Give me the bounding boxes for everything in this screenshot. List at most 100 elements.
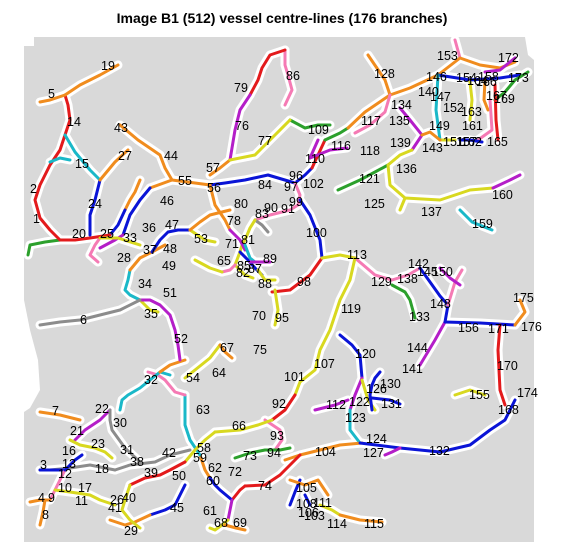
branch-label: 20 — [72, 227, 86, 241]
vessel-branch — [123, 268, 142, 302]
vessel-branch — [33, 133, 67, 242]
vessel-branch — [188, 208, 232, 232]
branch-label: 26 — [110, 493, 124, 507]
vessel-branch — [253, 181, 302, 222]
vessel-branch — [183, 430, 217, 464]
branch-label: 4 — [38, 491, 45, 505]
branch-label: 102 — [303, 177, 324, 191]
branch-label-layer: 1234567891011121314151617181920212223242… — [30, 49, 542, 538]
vessel-branch — [193, 258, 224, 274]
branch-label: 171 — [488, 322, 509, 336]
branch-label: 127 — [363, 446, 384, 460]
vessel-branch — [338, 333, 364, 380]
vessel-branch — [353, 93, 392, 135]
branch-label: 30 — [113, 416, 127, 430]
vessel-branch — [188, 228, 217, 244]
branch-label: 31 — [120, 443, 134, 457]
vessel-branch — [278, 446, 292, 452]
branch-label: 156 — [458, 321, 479, 335]
branch-label: 131 — [381, 397, 402, 411]
vessel-branch — [138, 298, 160, 314]
branch-label: 77 — [258, 134, 272, 148]
branch-label: 174 — [517, 386, 538, 400]
vessel-branch — [493, 83, 500, 142]
branch-label: 22 — [95, 402, 109, 416]
branch-label: 134 — [391, 98, 412, 112]
vessel-branch — [303, 493, 312, 507]
branch-label: 46 — [160, 194, 174, 208]
vessel-branch — [63, 63, 120, 97]
branch-label: 86 — [286, 69, 300, 83]
branch-label: 97 — [284, 180, 298, 194]
vessel-branch — [68, 438, 114, 460]
branch-label: 117 — [361, 114, 381, 128]
vessel-branch — [88, 236, 102, 264]
vessel-branch — [398, 196, 407, 212]
branch-label: 81 — [241, 233, 255, 247]
branch-label: 173 — [508, 71, 529, 85]
branch-label: 59 — [193, 451, 207, 465]
branch-label: 119 — [341, 302, 361, 316]
vessel-branch — [263, 418, 284, 452]
vessel-branch — [146, 370, 187, 397]
branch-label: 151 — [443, 135, 464, 149]
branch-label: 92 — [272, 397, 286, 411]
branch-label: 141 — [402, 362, 423, 376]
branch-label: 76 — [235, 119, 249, 133]
branch-label: 10 — [58, 481, 72, 495]
branch-label: 150 — [432, 265, 453, 279]
branch-label: 152 — [443, 101, 464, 115]
branch-label: 136 — [396, 162, 417, 176]
vessel-branch — [418, 266, 450, 324]
vessel-branch — [148, 178, 174, 190]
branch-label: 124 — [366, 432, 387, 446]
vessel-branch — [158, 358, 187, 374]
branch-label: 38 — [130, 455, 144, 469]
branch-label: 118 — [360, 144, 380, 158]
branch-label: 137 — [421, 205, 442, 219]
branch-label: 149 — [429, 119, 450, 133]
vessel-branch — [108, 513, 152, 527]
vessel-branch — [336, 163, 390, 192]
branch-label: 42 — [162, 446, 176, 460]
vessel-branch — [208, 518, 230, 532]
branch-label: 158 — [478, 70, 499, 84]
branch-label: 63 — [196, 403, 210, 417]
vessel-branch — [208, 476, 234, 502]
branch-label: 109 — [308, 123, 329, 137]
vessel-branch — [434, 73, 442, 142]
branch-label: 49 — [162, 259, 176, 273]
vessel-branch — [226, 498, 234, 522]
branch-label: 170 — [497, 359, 518, 373]
branch-label: 132 — [429, 444, 450, 458]
branch-label: 163 — [461, 105, 482, 119]
branch-label: 3 — [40, 458, 47, 472]
branch-label: 154 — [456, 71, 477, 85]
branch-label: 135 — [389, 114, 410, 128]
branch-label: 111 — [313, 496, 332, 510]
vessel-branch — [38, 298, 142, 327]
vessel-branch — [482, 78, 490, 112]
vessel-branch — [113, 448, 192, 472]
branch-label: 142 — [408, 257, 429, 271]
branch-label: 103 — [304, 509, 325, 523]
branch-label: 164 — [467, 74, 488, 88]
vessel-branch — [120, 483, 142, 530]
vessel-branch — [213, 418, 274, 434]
branch-label: 80 — [234, 197, 248, 211]
branch-label: 32 — [144, 373, 158, 387]
branch-label: 79 — [234, 81, 248, 95]
vessel-branch — [283, 441, 364, 462]
branch-label: 82 — [236, 266, 250, 280]
branch-label: 108 — [296, 497, 317, 511]
branch-label: 146 — [426, 70, 447, 84]
branch-label: 48 — [163, 242, 177, 256]
branch-label: 45 — [170, 501, 184, 515]
branch-label: 25 — [100, 227, 114, 241]
branch-label: 9 — [48, 491, 55, 505]
branch-label: 153 — [437, 49, 458, 63]
branch-label: 172 — [498, 51, 519, 65]
branch-label: 60 — [206, 474, 220, 488]
vessel-branch — [418, 320, 447, 367]
branch-label: 33 — [123, 231, 137, 245]
